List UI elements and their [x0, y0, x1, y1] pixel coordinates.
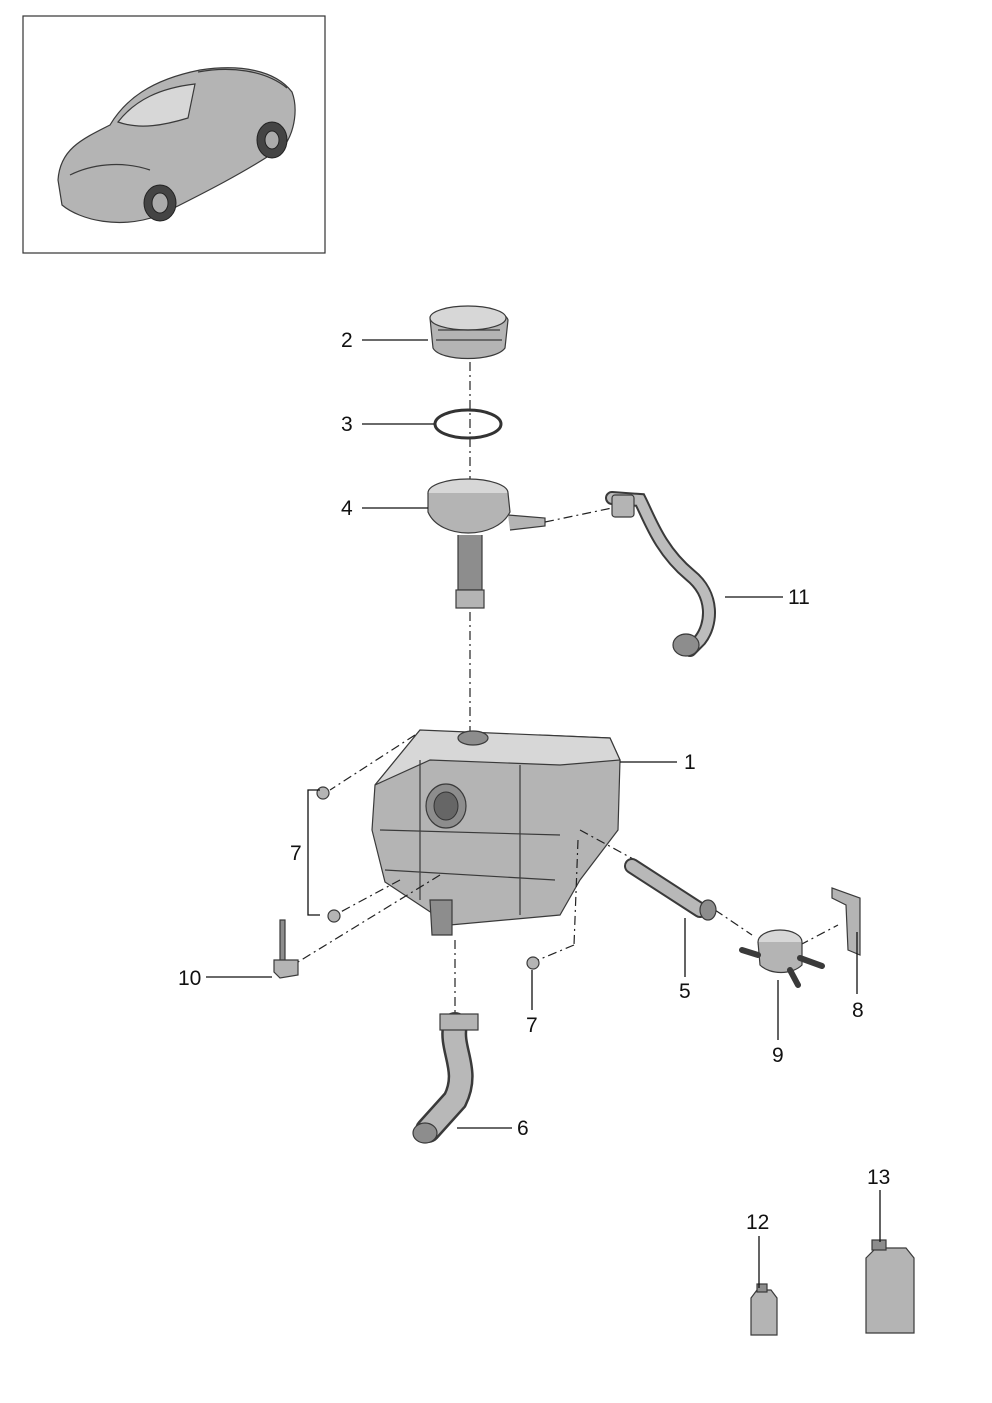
callout-9: 9: [772, 1044, 784, 1067]
filler-neck-icon: [427, 478, 546, 609]
callout-7-left: 7: [290, 842, 302, 865]
hose-icon: [605, 491, 716, 657]
callout-13: 13: [867, 1166, 890, 1189]
car-thumbnail: [22, 15, 326, 254]
nut-icon: [316, 786, 540, 970]
bottle-icon: [750, 1283, 778, 1336]
callout-5: 5: [679, 980, 691, 1003]
coolant-reservoir-icon: [371, 729, 621, 936]
callout-2: 2: [341, 329, 353, 352]
lower-hose-icon: [412, 1012, 479, 1144]
sensor-icon: [273, 919, 299, 979]
callout-1: 1: [684, 751, 696, 774]
callout-4: 4: [341, 497, 353, 520]
callout-3: 3: [341, 413, 353, 436]
bottle-large-icon: [865, 1239, 915, 1334]
bracket-icon: [831, 887, 861, 956]
car-thumbnail-icon: [57, 67, 296, 224]
cap-icon: [429, 305, 509, 360]
callout-6: 6: [517, 1117, 529, 1140]
callout-11: 11: [788, 586, 810, 609]
callout-8: 8: [852, 999, 864, 1022]
callout-12: 12: [746, 1211, 769, 1234]
seal-ring-icon: [433, 408, 503, 440]
short-hose-icon: [624, 858, 717, 921]
valve-icon: [739, 929, 825, 988]
callout-10: 10: [178, 967, 201, 990]
callout-7-right: 7: [526, 1014, 538, 1037]
